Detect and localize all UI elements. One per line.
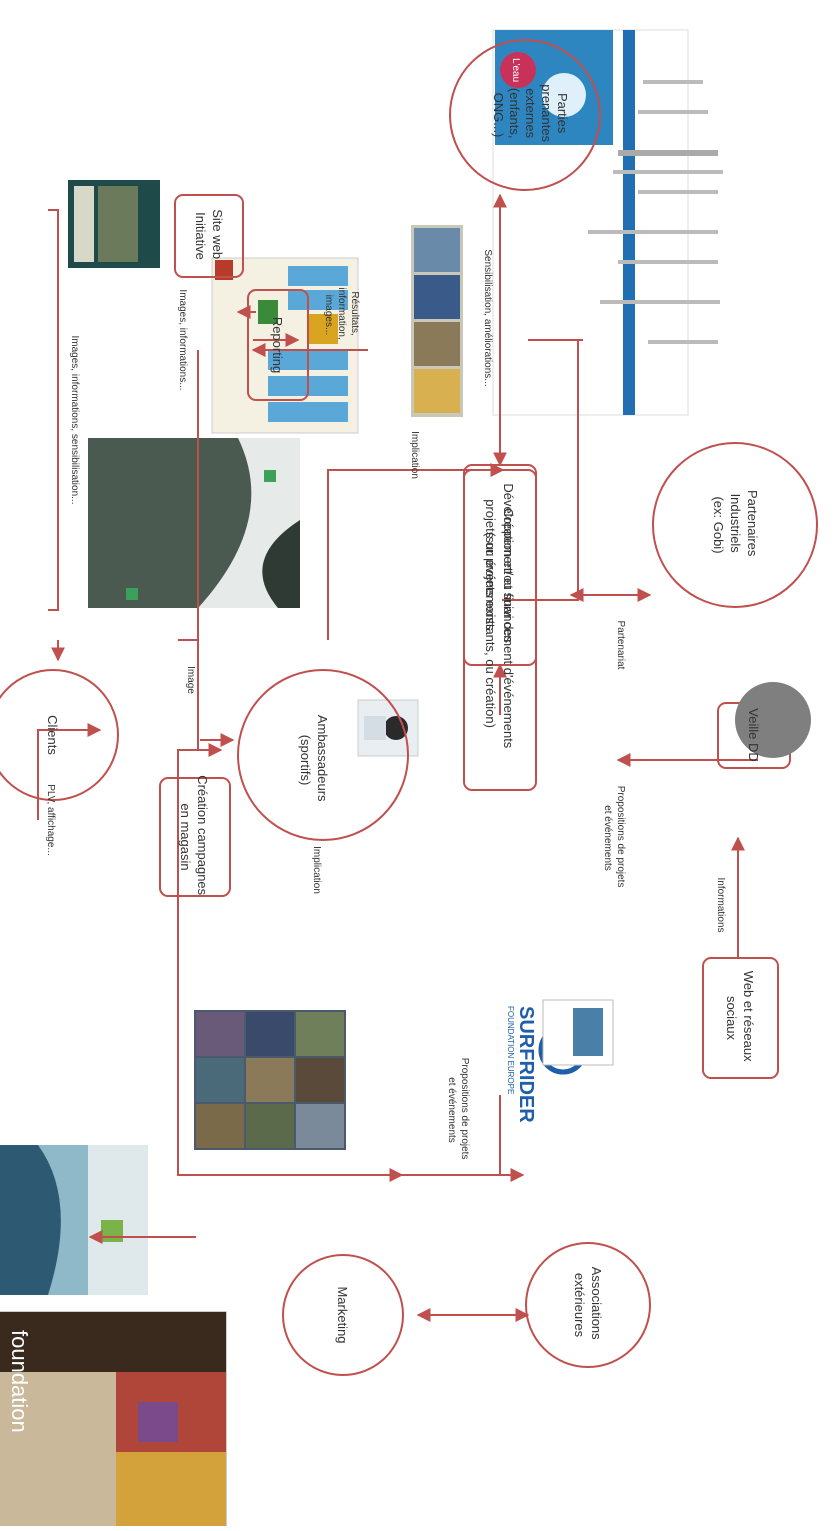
label-creation-campagnes: Création campagnes en magasin: [178, 775, 210, 899]
label-clients: Clients: [45, 715, 60, 755]
edge-label-informations: Informations: [715, 877, 726, 932]
thumb-coast-map: [88, 438, 300, 608]
node-creation-financement: [463, 469, 537, 791]
node-creation-campagnes: [159, 777, 231, 897]
node-partenaires: [652, 442, 818, 608]
label-marketing: Marketing: [335, 1286, 350, 1343]
node-site-web: [174, 194, 244, 278]
edge-label-images-info-sensib: Images, informations, sensibilisation...: [69, 336, 80, 505]
edge-label-plv: PLV, affichage...: [45, 784, 56, 856]
node-ambassadeurs: [237, 669, 409, 841]
label-web-reseaux: Web et réseaux sociaux: [724, 971, 756, 1065]
node-parties-prenantes: [449, 39, 601, 191]
water-badge: L'eau: [510, 58, 521, 82]
label-veille: Veille DD: [746, 708, 761, 761]
edge-label-implication-amb: Implication: [311, 846, 322, 894]
node-clients: [0, 669, 119, 801]
label-ambassadeurs: Ambassadeurs (sportifs): [298, 715, 330, 805]
node-associations: [525, 1242, 651, 1368]
edge-label-implication-dev: Implication: [409, 431, 420, 479]
label-creation-financement: Création et/ou financement d'événements …: [483, 508, 516, 752]
thumb-small-leaflet: [542, 999, 614, 1066]
edge-label-resultats: Résultats, information, images...: [323, 287, 360, 342]
label-reporting: Reporting: [270, 317, 285, 373]
edge-label-sensibilisation: Sensibilisation, améliorations...: [482, 249, 493, 386]
label-developpement: Développement et suivi des projets ou év…: [483, 483, 516, 646]
thumb-photo-strip: [411, 225, 463, 417]
thumb-surf-poster: [0, 1145, 148, 1295]
edge-label-partenariat: Partenariat: [615, 621, 626, 670]
thumb-water-webpage: L'eau: [492, 29, 723, 416]
node-marketing: [282, 1254, 404, 1376]
node-web-reseaux: [702, 957, 779, 1079]
edge-label-images-info: Images, informations...: [177, 289, 188, 390]
surfrider-name: SURFRIDER: [515, 1006, 537, 1123]
surfrider-subtitle: FOUNDATION EUROPE: [506, 1006, 515, 1094]
label-parties-prenantes: Parties prenantes externes (enfants, ONG…: [491, 84, 570, 145]
thumb-website-screenshot: [68, 180, 160, 268]
label-associations: Associations extérieures: [572, 1267, 604, 1344]
label-partenaires: Partenaires Industriels (ex: Gobi): [711, 490, 760, 560]
label-site-web: Site web Initiative: [193, 209, 225, 263]
edge-label-propositions-assoc: Propositions de projets et événements: [446, 1058, 470, 1163]
foundation-title: foundation: [7, 1330, 32, 1433]
node-developpement: [463, 464, 537, 666]
decorative-bubble: [735, 682, 811, 758]
edge-label-propositions-veille: Propositions de projets et événements: [602, 786, 626, 891]
node-reporting: [247, 289, 309, 401]
edge-label-image: Image: [185, 666, 196, 694]
connectors: [37, 193, 758, 1322]
thumb-photo-grid: [194, 1010, 346, 1150]
thumb-ambassador-photo: [357, 699, 419, 757]
thumb-foundation-catalog: foundation: [0, 1311, 227, 1527]
